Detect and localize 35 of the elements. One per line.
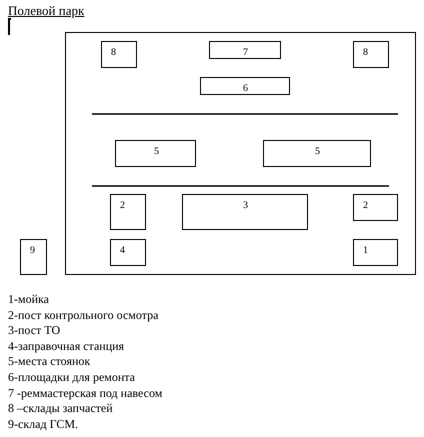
- legend-text: 2-пост контрольного осмотра: [8, 308, 158, 324]
- zone-number: 8: [363, 48, 368, 58]
- legend-text: 4-заправочная станция: [8, 338, 124, 354]
- zone-number: 5: [315, 147, 320, 157]
- legend-text: 9-склад ГСМ.: [8, 416, 78, 432]
- legend-text: 3-пост ТО: [8, 323, 60, 339]
- legend-text: 7 -реммастерская под навесом: [8, 386, 162, 402]
- zone-box: [353, 194, 398, 221]
- title: Полевой парк: [8, 3, 84, 19]
- zone-box: [353, 239, 398, 266]
- zone-box: [200, 77, 290, 95]
- zone-number: 2: [363, 201, 368, 211]
- zone-box: [209, 41, 281, 59]
- zone-number: 3: [243, 201, 248, 211]
- zone-number: 8: [111, 48, 116, 58]
- park-boundary: [65, 32, 416, 275]
- zone-number: 9: [30, 246, 35, 256]
- zone-number: 5: [154, 147, 159, 157]
- zone-box: [20, 239, 47, 275]
- zone-box: [182, 194, 308, 230]
- zone-box: [101, 41, 137, 68]
- zone-box: [353, 41, 389, 68]
- legend-text: 8 –склады запчастей: [8, 401, 113, 417]
- zone-box: [110, 239, 146, 266]
- zone-number: 2: [120, 201, 125, 211]
- zone-number: 7: [243, 48, 248, 58]
- legend-text: 6-площадки для ремонта: [8, 370, 136, 386]
- legend-text: 5-места стоянок: [8, 354, 90, 370]
- legend-text: 1-мойка: [8, 292, 49, 308]
- zone-box: [110, 194, 146, 230]
- zone-box: [263, 140, 371, 167]
- zone-number: 6: [243, 84, 248, 94]
- zone-number: 1: [363, 246, 368, 256]
- zone-box: [115, 140, 196, 167]
- zone-number: 4: [120, 246, 125, 256]
